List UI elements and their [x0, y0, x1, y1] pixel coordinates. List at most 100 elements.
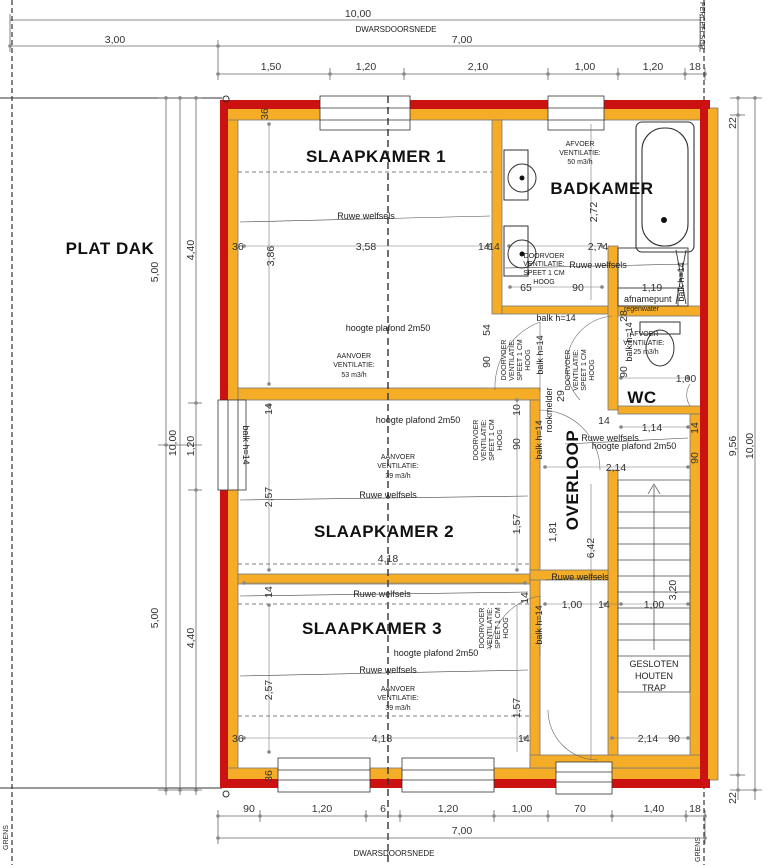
- plafond-label-overloop: hoogte plafond 2m50: [592, 441, 677, 451]
- room-label-wc: WC: [627, 388, 656, 407]
- interior-dim-lines: [244, 124, 688, 760]
- top-seg-3: 2,10: [468, 61, 489, 73]
- door-swings: [489, 315, 691, 761]
- svg-text:14: 14: [263, 403, 275, 415]
- stair-label-3: TRAP: [642, 683, 666, 693]
- svg-text:50 m3/h: 50 m3/h: [567, 159, 592, 166]
- plafond-label-sk1: hoogte plafond 2m50: [346, 323, 431, 333]
- bottom-seg-7: 1,40: [644, 803, 665, 815]
- bottom-seg-8: 18: [689, 803, 701, 815]
- welfsels-label-bad: Ruwe welfsels: [569, 260, 627, 270]
- svg-text:1,57: 1,57: [511, 698, 523, 719]
- top-right-dim: 7,00: [452, 34, 473, 46]
- svg-text:2,74: 2,74: [588, 241, 609, 253]
- svg-text:HOOG: HOOG: [589, 359, 596, 380]
- balk-label-shower: balk h=14: [676, 262, 686, 301]
- svg-text:2,57: 2,57: [263, 487, 275, 508]
- svg-text:36: 36: [263, 770, 275, 782]
- top-seg-1: 1,50: [261, 61, 282, 73]
- section-label-top: DWARSDOORSNEDE: [355, 25, 436, 34]
- sink-2-drain-icon: [519, 251, 525, 257]
- svg-text:3,86: 3,86: [265, 246, 277, 267]
- ventilation-sk3: AANVOER VENTILATIE: 39 m3/h: [377, 686, 419, 712]
- svg-text:VENTILATIE:: VENTILATIE:: [377, 695, 419, 702]
- svg-text:36: 36: [232, 733, 244, 745]
- bottom-seg-1: 90: [243, 803, 255, 815]
- svg-text:90: 90: [481, 356, 493, 368]
- grens-label-right: GRENS: [695, 837, 702, 862]
- right-total-a-dim: 9,56: [727, 436, 739, 457]
- svg-text:90: 90: [511, 438, 523, 450]
- sinks: [503, 149, 537, 277]
- top-seg-2: 1,20: [356, 61, 377, 73]
- room-label-badkamer: BADKAMER: [550, 179, 653, 198]
- ventilation-sk1: AANVOER VENTILATIE: 53 m3/h: [333, 353, 375, 379]
- svg-text:14: 14: [263, 586, 275, 598]
- svg-text:AANVOER: AANVOER: [381, 686, 415, 693]
- stair-label-2: HOUTEN: [635, 671, 673, 681]
- bottom-seg-4: 1,20: [438, 803, 459, 815]
- stairs: [617, 479, 691, 693]
- svg-text:1,14: 1,14: [642, 422, 663, 434]
- svg-text:DOORVOER: DOORVOER: [473, 420, 480, 461]
- svg-text:1,00: 1,00: [644, 599, 665, 611]
- doorvoer-wc: DOORVOER VENTILATIE: SPEET 1 CM HOOG: [565, 349, 596, 391]
- svg-text:10: 10: [511, 404, 523, 416]
- svg-text:28: 28: [618, 310, 630, 322]
- svg-text:VENTILATIE:: VENTILATIE:: [377, 463, 419, 470]
- bottom-seg-2: 1,20: [312, 803, 333, 815]
- left-outer-bottom-dim: 5,00: [149, 608, 161, 629]
- svg-text:DOORVOER: DOORVOER: [565, 350, 572, 391]
- welfsels-label-sk3: Ruwe welfsels: [359, 665, 417, 675]
- welfsels-lines: [239, 215, 689, 677]
- svg-text:2,72: 2,72: [588, 202, 600, 223]
- bottom-seg-6: 70: [574, 803, 586, 815]
- ventilation-wc: AFVOER VENTILATIE: 25 m3/h: [623, 331, 665, 356]
- doorvoer-sk3: DOORVOER VENTILATIE: SPEET 1 CM HOOG: [479, 607, 510, 649]
- right-dim-dots: [736, 96, 757, 792]
- perceelsgrens-label: PERCEELSGR: [698, 2, 705, 50]
- svg-text:AFVOER: AFVOER: [566, 141, 595, 148]
- top-seg-6: 18: [689, 61, 701, 73]
- bottom-seg-3: 6: [380, 803, 386, 815]
- svg-text:SPEET 1 CM: SPEET 1 CM: [489, 419, 496, 461]
- bathtub: [635, 121, 695, 253]
- toilet: [639, 321, 681, 367]
- left-total-dim: 10,00: [167, 430, 179, 456]
- svg-text:VENTILATIE:: VENTILATIE:: [509, 339, 516, 381]
- svg-text:90: 90: [668, 733, 680, 745]
- svg-text:53 m3/h: 53 m3/h: [341, 372, 366, 379]
- top-total-dim: 10,00: [345, 8, 371, 20]
- dashed-ceiling-lines: [238, 171, 530, 717]
- interior-dim-dots: [242, 122, 690, 754]
- svg-text:VENTILATIE:: VENTILATIE:: [623, 340, 665, 347]
- svg-text:afnamepunt: afnamepunt: [624, 294, 672, 304]
- room-label-slaapkamer-2: SLAAPKAMER 2: [314, 522, 454, 541]
- ventilation-bad: AFVOER VENTILATIE: 50 m3/h: [559, 141, 601, 166]
- doorvoer-sk1: DOORVOER VENTILATIE: SPEET 1 CM HOOG: [501, 339, 532, 381]
- svg-text:4,18: 4,18: [378, 553, 399, 565]
- sink-1-drain-icon: [519, 175, 525, 181]
- interior-dim-text: 36 36 3,58 14 3,86 2,72 2,74 65 90 1,19 …: [232, 108, 701, 782]
- svg-text:HOOG: HOOG: [497, 429, 504, 450]
- svg-text:VENTILATIE:: VENTILATIE:: [487, 607, 494, 649]
- stair-label-1: GESLOTEN: [629, 659, 678, 669]
- welfsels-label-hall: Ruwe welfsels: [551, 572, 609, 582]
- left-dim-dots: [164, 96, 198, 792]
- svg-text:65: 65: [520, 282, 532, 294]
- svg-text:HOOG: HOOG: [533, 279, 554, 286]
- svg-text:14: 14: [689, 422, 701, 434]
- bottom-total-dim: 7,00: [452, 825, 473, 837]
- svg-text:90: 90: [572, 282, 584, 294]
- right-top-dim: 22: [727, 117, 739, 129]
- plat-dak-label: PLAT DAK: [66, 239, 155, 258]
- svg-text:regenwater: regenwater: [624, 306, 660, 313]
- svg-text:3,20: 3,20: [667, 580, 679, 601]
- balk-label-sk2: balk h=14: [534, 420, 544, 459]
- svg-text:90: 90: [689, 452, 701, 464]
- doorvoer-bad: DOORVOER VENTILATIE: SPEET 1 CM HOOG: [523, 253, 565, 286]
- svg-text:36: 36: [259, 108, 271, 120]
- room-label-overloop: OVERLOOP: [563, 430, 582, 530]
- svg-text:6,42: 6,42: [585, 538, 597, 559]
- svg-text:VENTILATIE:: VENTILATIE:: [333, 362, 375, 369]
